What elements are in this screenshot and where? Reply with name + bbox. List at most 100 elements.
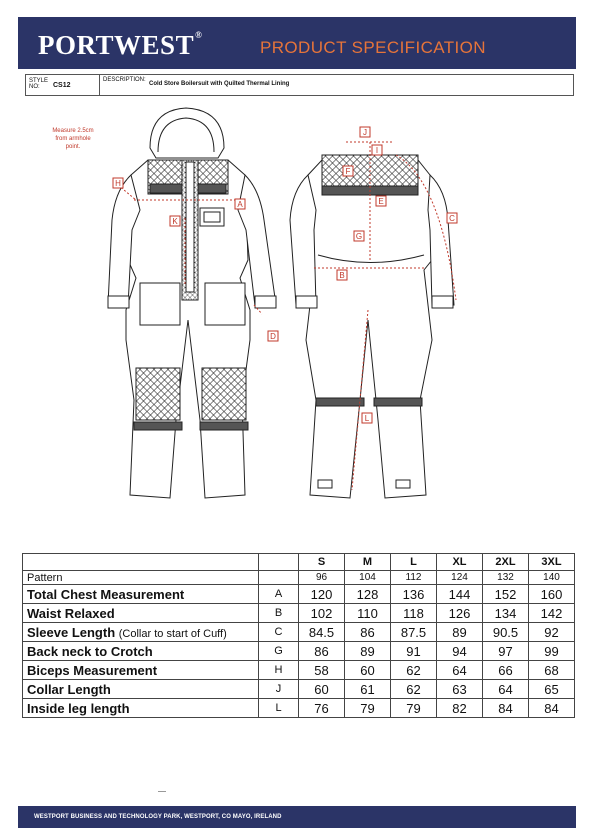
measurement-label: Collar Length: [27, 681, 111, 697]
measurement-value: 62: [390, 660, 437, 680]
marker-i: I: [371, 144, 383, 156]
measurement-value: 144: [436, 584, 483, 604]
garment-technical-drawing: Measure 2.5cm from armhole point. H A K …: [52, 107, 458, 499]
measurement-value: 63: [436, 679, 483, 699]
measurement-note: (Collar to start of Cuff): [118, 627, 227, 640]
measurement-value: 91: [390, 641, 437, 661]
svg-text:D: D: [270, 332, 276, 341]
measurement-name: Waist Relaxed: [22, 603, 259, 623]
pattern-value: 96: [298, 570, 345, 585]
marker-f: F: [342, 165, 354, 177]
description-label: DESCRIPTION:: [103, 77, 146, 83]
svg-text:I: I: [376, 146, 378, 155]
table-row: Sleeve Length (Collar to start of Cuff)C…: [22, 622, 575, 642]
size-header: M: [344, 553, 391, 571]
pattern-value: 124: [436, 570, 483, 585]
svg-text:E: E: [378, 197, 383, 206]
front-view: [107, 107, 277, 499]
measurement-value: 87.5: [390, 622, 437, 642]
marker-g: G: [353, 230, 365, 242]
measurement-value: 120: [298, 584, 345, 604]
pattern-label: Pattern: [22, 570, 259, 585]
measurement-value: 68: [528, 660, 575, 680]
svg-text:H: H: [115, 179, 121, 188]
marker-c: C: [446, 212, 458, 224]
measurement-label: Back neck to Crotch: [27, 643, 153, 659]
size-header: 3XL: [528, 553, 575, 571]
measurement-value: 62: [390, 679, 437, 699]
back-right-sleeve: [427, 173, 455, 307]
header-banner: PORTWEST® PRODUCT SPECIFICATION: [18, 17, 576, 69]
measurement-code: J: [258, 679, 299, 699]
svg-text:B: B: [339, 271, 344, 280]
description-cell: DESCRIPTION: Cold Store Boilersuit with …: [100, 75, 573, 95]
size-header-blank: [22, 553, 259, 571]
measurement-value: 136: [390, 584, 437, 604]
front-hood: [149, 107, 225, 159]
measurement-value: 94: [436, 641, 483, 661]
measurement-value: 64: [482, 679, 529, 699]
size-header-row: S M L XL 2XL 3XL: [22, 553, 575, 571]
measurement-value: 118: [390, 603, 437, 623]
measurement-label: Inside leg length: [27, 700, 130, 716]
measurement-code: A: [258, 584, 299, 604]
measurement-name: Biceps Measurement: [22, 660, 259, 680]
marker-k: K: [169, 215, 181, 227]
measurement-value: 89: [436, 622, 483, 642]
marker-b: B: [336, 269, 348, 281]
footer-address: WESTPORT BUSINESS AND TECHNOLOGY PARK, W…: [34, 814, 282, 820]
measurement-value: 126: [436, 603, 483, 623]
pattern-value: 140: [528, 570, 575, 585]
marker-a: A: [234, 198, 246, 210]
measurement-value: 152: [482, 584, 529, 604]
pattern-row: Pattern 96 104 112 124 132 140: [22, 570, 575, 585]
marker-l: L: [361, 412, 373, 424]
measurement-code: H: [258, 660, 299, 680]
measurement-value: 58: [298, 660, 345, 680]
back-view: [289, 154, 455, 499]
size-header: 2XL: [482, 553, 529, 571]
footer-banner: WESTPORT BUSINESS AND TECHNOLOGY PARK, W…: [18, 806, 576, 828]
pattern-code-blank: [258, 570, 299, 585]
note-line-2: from armhole: [55, 136, 91, 142]
measurement-value: 92: [528, 622, 575, 642]
measurement-name: Total Chest Measurement: [22, 584, 259, 604]
measurement-value: 61: [344, 679, 391, 699]
measurement-value: 97: [482, 641, 529, 661]
measurement-value: 99: [528, 641, 575, 661]
code-header-blank: [258, 553, 299, 571]
page-title: PRODUCT SPECIFICATION: [260, 38, 486, 57]
svg-text:F: F: [346, 167, 351, 176]
note-line-1: Measure 2.5cm: [52, 128, 93, 134]
measure-note: Measure 2.5cm from armhole point.: [52, 128, 93, 150]
svg-text:C: C: [449, 214, 455, 223]
measurement-value: 134: [482, 603, 529, 623]
measurement-value: 86: [298, 641, 345, 661]
size-spec-table: S M L XL 2XL 3XL Pattern 96 104 112 124 …: [22, 553, 575, 718]
measurement-value: 128: [344, 584, 391, 604]
marker-labels: H A K D J I F E C G B L: [112, 126, 458, 424]
pattern-value: 104: [344, 570, 391, 585]
marker-j: J: [359, 126, 371, 138]
back-body: [305, 159, 433, 499]
measurement-label: Waist Relaxed: [27, 605, 115, 621]
measurement-code: G: [258, 641, 299, 661]
pattern-value: 112: [390, 570, 437, 585]
measurement-value: 82: [436, 698, 483, 718]
measurement-value: 84: [482, 698, 529, 718]
measurement-value: 160: [528, 584, 575, 604]
size-spec-table-body: S M L XL 2XL 3XL Pattern 96 104 112 124 …: [22, 553, 575, 718]
measurement-name: Sleeve Length (Collar to start of Cuff): [22, 622, 259, 642]
svg-text:J: J: [363, 128, 367, 137]
measurement-label: Biceps Measurement: [27, 662, 158, 678]
note-line-3: point.: [66, 144, 81, 150]
measurement-value: 86: [344, 622, 391, 642]
brand-logo: PORTWEST®: [38, 30, 203, 60]
pattern-value: 132: [482, 570, 529, 585]
measurement-value: 65: [528, 679, 575, 699]
marker-d: D: [267, 330, 279, 342]
